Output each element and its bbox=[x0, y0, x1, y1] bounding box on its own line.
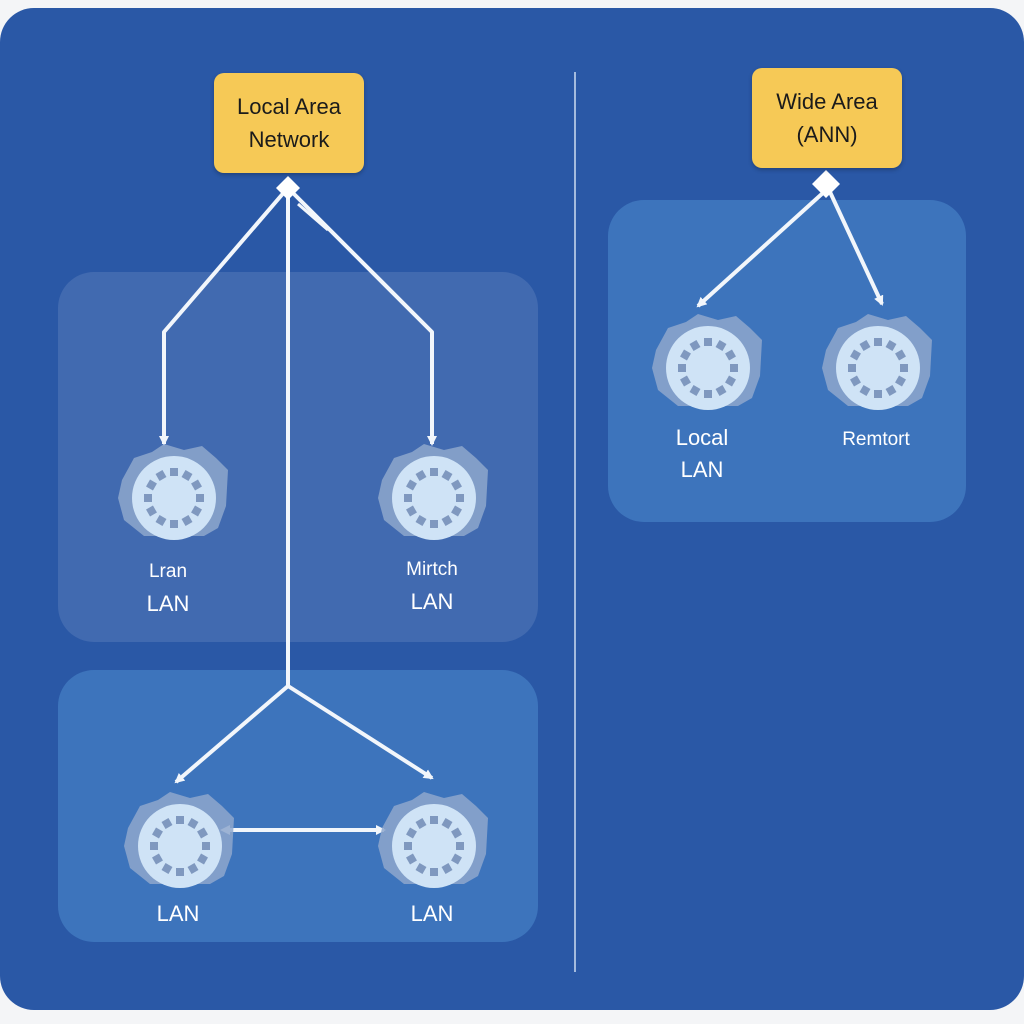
junction-right bbox=[812, 170, 840, 198]
lan-title-line1: Local Area bbox=[237, 94, 341, 119]
lan-title-line2: Network bbox=[248, 127, 330, 152]
wan-title-line2: (ANN) bbox=[796, 122, 858, 147]
network-node-icon bbox=[124, 792, 234, 888]
network-node-icon bbox=[822, 314, 932, 410]
node-label-wan-remote: Remtort bbox=[842, 429, 910, 450]
link-to-upper-left bbox=[159, 188, 288, 446]
network-node-icon bbox=[378, 444, 488, 540]
network-node-icon bbox=[652, 314, 762, 410]
junction-left bbox=[276, 176, 300, 200]
link-to-lower-left bbox=[174, 684, 290, 784]
network-node-icon bbox=[378, 792, 488, 888]
section-divider bbox=[574, 72, 576, 972]
node-label-upper-left: Lran LAN bbox=[146, 561, 190, 616]
network-node-icon bbox=[118, 444, 228, 540]
node-label-lower-left: LAN bbox=[156, 901, 200, 926]
wan-title-line1: Wide Area bbox=[776, 89, 878, 114]
node-label-upper-right: Mirtch LAN bbox=[406, 559, 458, 614]
wan-title-box: Wide Area (ANN) bbox=[752, 68, 902, 168]
link-to-wan-remote bbox=[828, 191, 884, 306]
connection-lines bbox=[118, 170, 932, 888]
node-label-lower-right: LAN bbox=[410, 901, 454, 926]
link-to-wan-local bbox=[696, 190, 826, 308]
link-to-lower-right bbox=[286, 684, 434, 780]
link-to-upper-right bbox=[288, 188, 437, 446]
node-label-wan-local: Local LAN bbox=[675, 425, 729, 482]
diagram-frame: Local Area Network Wide Area (ANN) Lran … bbox=[0, 8, 1024, 1010]
lan-title-box: Local Area Network bbox=[214, 73, 364, 173]
